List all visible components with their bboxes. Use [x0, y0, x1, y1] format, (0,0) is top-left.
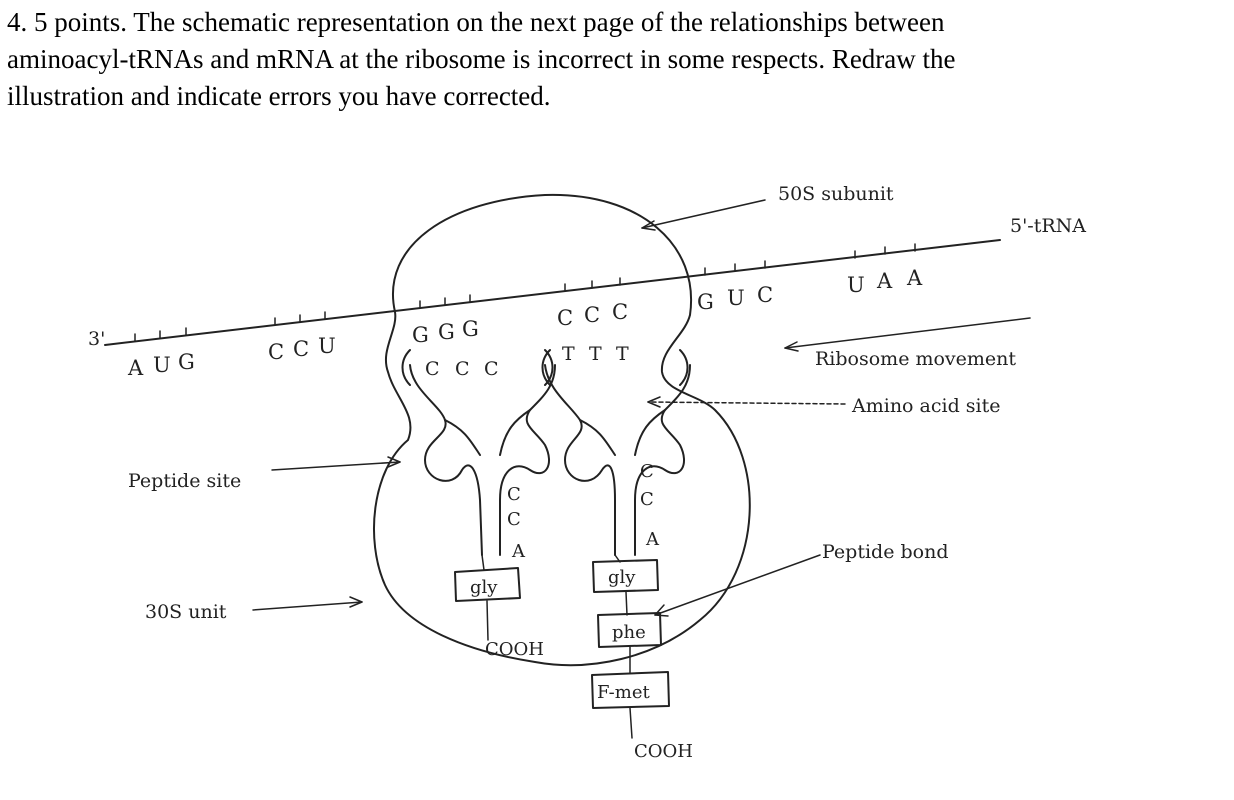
arrowhead-50s [641, 220, 656, 231]
cca-base: C [640, 489, 654, 510]
mrna-base: G [412, 323, 429, 347]
trna-left-stem-inner [444, 409, 531, 456]
question-line-1: 4. 5 points. The schematic representatio… [7, 7, 945, 37]
mrna-base: G [438, 320, 455, 344]
mrna-base: C [293, 337, 309, 361]
mrna-base: C [268, 340, 284, 364]
connector-right [614, 554, 633, 739]
cca-base: A [511, 541, 526, 562]
label-ribosome-movement: Ribosome movement [815, 348, 1016, 370]
box-gly-left [454, 567, 521, 602]
mrna-base: C [757, 283, 773, 307]
arrowhead-amino-acid-site [647, 396, 661, 408]
label-peptide-bond: Peptide bond [822, 541, 949, 563]
leader-30s [252, 601, 363, 611]
arrowhead-peptide-site [387, 456, 401, 468]
leader-50s [641, 199, 766, 229]
cca-base: A [645, 529, 660, 550]
amino-acid-boxes: gly gly phe F-met COOH COOH [470, 567, 693, 762]
box-phe [597, 612, 662, 648]
leader-amino-acid-site [647, 401, 846, 405]
anticodon-base: T [562, 343, 575, 365]
mrna-base: U [847, 273, 865, 297]
leader-peptide-site [271, 461, 401, 471]
box-fmet [591, 671, 670, 709]
anticodons: C C C T T T [425, 343, 629, 380]
question-line-3: illustration and indicate errors you hav… [7, 81, 551, 111]
mrna-base: G [178, 350, 195, 374]
question-text: 4. 5 points. The schematic representatio… [7, 4, 1227, 115]
label-30s-unit: 30S unit [145, 601, 227, 623]
arrowhead-ribosome-movement [784, 341, 799, 352]
box-fmet-label: F-met [597, 682, 650, 703]
mrna-base: C [557, 306, 573, 330]
ribosome-outline [373, 193, 751, 667]
connector-left [481, 554, 489, 641]
cooh-left-label: COOH [485, 639, 544, 660]
mrna-base: G [462, 317, 479, 341]
mrna-base: A [876, 269, 893, 293]
label-amino-acid-site: Amino acid site [851, 395, 1000, 417]
trna-left-shape [409, 364, 556, 556]
question-line-2: aminoacyl-tRNAs and mRNA at the ribosome… [7, 44, 956, 74]
mrna-strand [104, 239, 1001, 346]
box-gly-right [592, 559, 659, 593]
leader-peptide-bond [654, 554, 821, 616]
mrna-base: U [153, 353, 171, 377]
mrna-base: C [612, 300, 628, 324]
trna-right-stem-inner [579, 409, 666, 456]
mrna-base: G [697, 290, 714, 314]
cooh-bottom-label: COOH [634, 741, 693, 762]
anticodon-base: T [589, 343, 602, 365]
label-5-trna: 5'-tRNA [1010, 215, 1086, 237]
cca-base: C [507, 484, 521, 505]
box-gly-left-label: gly [470, 577, 498, 598]
cca-base: C [640, 461, 654, 482]
mrna-base: A [127, 356, 144, 380]
mrna-base: U [318, 334, 336, 358]
anticodon-base: C [455, 358, 470, 380]
cca-base: C [507, 509, 521, 530]
anticodon-base: C [484, 358, 499, 380]
box-phe-label: phe [612, 622, 646, 643]
label-3-prime: 3' [88, 328, 105, 350]
arrowhead-30s [349, 596, 363, 608]
anticodon-base: T [616, 343, 629, 365]
mrna-base: A [906, 266, 923, 290]
trna-right-shape [544, 364, 691, 556]
mrna-base: C [584, 303, 600, 327]
mrna-base: U [727, 286, 745, 310]
anticodon-right-bracket [541, 349, 689, 386]
label-peptide-site: Peptide site [128, 470, 241, 492]
cca-ends: C C A C C A [507, 461, 660, 562]
anticodon-base: C [425, 358, 440, 380]
leader-ribosome-movement [784, 317, 1031, 349]
mrna-ticks [134, 243, 916, 342]
box-gly-right-label: gly [608, 567, 636, 588]
mrna-codons: A U G C C U G G G C C C G U C U A A [127, 266, 923, 380]
label-50s-subunit: 50S subunit [778, 183, 894, 205]
